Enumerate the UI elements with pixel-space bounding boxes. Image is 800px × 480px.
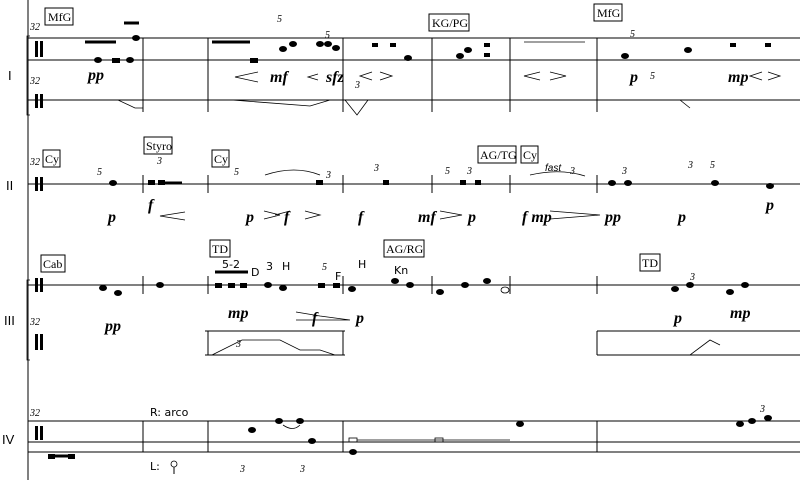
part-label-i: I [8,68,12,83]
dynamic: mp [728,69,748,86]
tuplet: 5 [277,14,282,25]
meter-mark: 32 [29,408,40,419]
instrument-box [209,239,231,258]
instrument-label: Cy [214,152,228,166]
tuplet: 5 [650,71,655,82]
instrument-box [477,145,517,164]
technique-mark: 5-2 [222,258,240,271]
instrument-box [520,145,539,164]
tuplet: 5 [445,166,450,177]
instrument-box [383,239,425,258]
dynamic: f mp [522,209,552,226]
instrument-box [40,254,66,273]
technique-mark: F [335,270,341,283]
instrument-box [211,149,230,168]
technique-mark: Kn [394,264,408,277]
technique-mark: H [282,260,290,273]
tuplet: 3 [569,166,575,177]
instrument-label: AG/TG [480,148,517,162]
meter-mark: 32 [29,317,40,328]
dynamic: f [358,209,365,226]
tempo-text: fast [545,163,562,174]
tuplet: 5 [234,167,239,178]
bracket-i [26,35,30,116]
instrument-box [143,136,173,155]
staff-ii [28,169,800,221]
instrument-label: MfG [48,10,72,24]
dynamic: pp [103,318,121,335]
part-label-iii: III [4,313,15,328]
dynamic: sfz [325,69,345,86]
tuplet: 3 [759,404,765,415]
dynamic: f [148,197,155,214]
instrument-label: Cab [43,257,62,271]
tuplet: 3 [373,163,379,174]
tuplet: 3 [325,170,331,181]
tuplet: 5 [97,167,102,178]
part-label-ii: II [6,178,13,193]
tuplet: 3 [621,166,627,177]
instrument-label: TD [642,256,658,270]
dynamic: f [312,310,319,327]
instrument-box [639,253,661,272]
instrument-box [42,149,61,168]
staff-i [28,21,800,116]
dynamic: p [764,197,774,214]
instrument-label: TD [212,242,228,256]
dynamic: pp [86,67,104,84]
dynamic: mf [270,69,289,86]
part-label-iv: IV [2,432,15,447]
dynamic: f [284,209,291,226]
meter-mark: 32 [29,157,40,168]
tuplet: 3 [689,272,695,283]
dynamic: p [628,69,638,86]
tuplet: 3 [354,80,360,91]
instrument-label: AG/RG [386,242,424,256]
technique-mark: D [251,266,259,279]
technique-mark: H [358,258,366,271]
bracket-iii [26,279,30,361]
staff-iv [28,415,800,459]
dynamic: p [676,209,686,226]
tuplet: 3 [156,156,162,167]
tuplet: 3 [466,166,472,177]
left-hand-label: L: [150,460,160,473]
meter-mark: 32 [29,76,40,87]
dynamic: pp [603,209,621,226]
instrument-label: Cy [45,152,59,166]
tuplet: 5 [322,262,327,273]
instrument-label: KG/PG [432,16,468,30]
dynamic: p [672,310,682,327]
dynamic: mf [418,209,437,226]
instrument-label: Styro [146,139,172,153]
dynamic: p [354,310,364,327]
instrument-box [593,3,623,22]
tuplet: 3 [687,160,693,171]
instrument-box [428,13,470,32]
meter-mark: 32 [29,22,40,33]
dynamic: p [466,209,476,226]
tuplet: 5 [630,29,635,40]
mallet-icon [170,460,178,474]
instrument-label: Cy [523,148,537,162]
dynamic: mp [228,305,248,322]
technique-mark: 3 [266,260,273,273]
tuplet: 3 [239,464,245,475]
tuplet: 3 [299,464,305,475]
tuplet: 5 [325,30,330,41]
instrument-box [44,7,74,26]
dynamic: p [244,209,254,226]
instrument-label: MfG [597,6,621,20]
dynamic: mp [730,305,750,322]
tuplet: 5 [710,160,715,171]
dynamic: p [106,209,116,226]
right-hand-label: R: arco [150,406,189,419]
tuplet: 3 [235,339,241,350]
staff-iii [28,270,800,356]
